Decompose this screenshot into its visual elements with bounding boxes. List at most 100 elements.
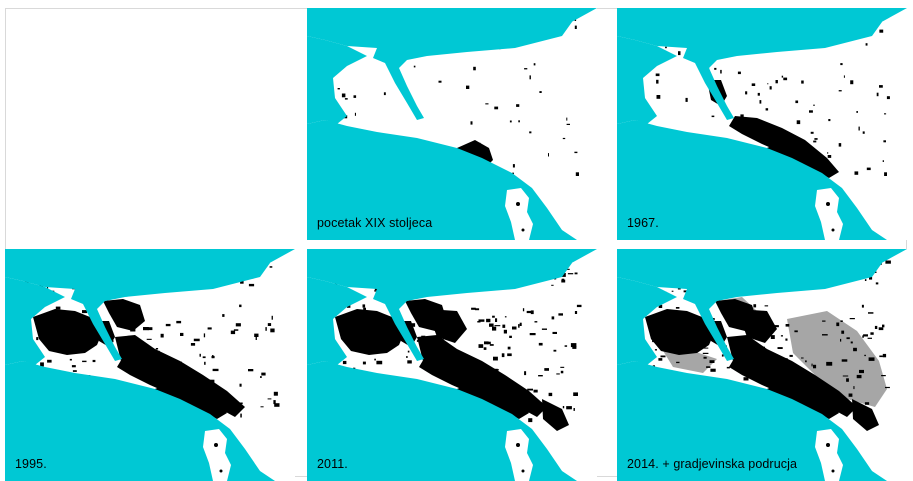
built-speck [254, 333, 259, 337]
built-speck [379, 315, 383, 319]
built-speck [767, 83, 769, 85]
built-speck [176, 320, 182, 324]
built-speck [556, 373, 560, 375]
built-speck [146, 338, 152, 340]
built-speck [781, 75, 784, 78]
built-speck [720, 69, 722, 74]
built-speck [846, 378, 849, 382]
built-speck [199, 353, 201, 357]
built-speck [848, 393, 853, 397]
built-speck [424, 350, 426, 352]
built-speck [761, 374, 763, 376]
built-speck [487, 341, 491, 345]
built-speck [665, 46, 667, 49]
built-speck [202, 356, 206, 359]
built-speck [826, 361, 833, 366]
built-speck [143, 327, 149, 331]
built-speck [884, 113, 887, 115]
built-speck [200, 391, 207, 396]
built-speck [435, 330, 440, 333]
built-speck [363, 307, 366, 311]
built-speck [709, 360, 715, 363]
built-speck [158, 350, 160, 354]
built-speck [522, 308, 525, 312]
built-speck [199, 382, 202, 386]
built-speck [477, 321, 481, 323]
built-speck [737, 71, 741, 75]
built-speck [662, 330, 668, 332]
built-speck [518, 120, 520, 123]
built-speck [179, 372, 182, 375]
built-speck [208, 379, 215, 383]
built-speck [337, 88, 340, 90]
map-caption: 1995. [15, 457, 47, 471]
built-speck [885, 260, 891, 264]
built-speck [703, 347, 709, 349]
built-speck [874, 325, 878, 329]
built-speck [751, 332, 756, 336]
built-speck [809, 110, 813, 113]
built-speck [373, 315, 378, 318]
built-speck [853, 386, 855, 390]
built-speck [536, 401, 542, 404]
built-speck [240, 280, 244, 284]
built-speck [452, 374, 459, 376]
built-speck [842, 375, 849, 377]
built-speck [492, 326, 497, 331]
island-speck [219, 469, 223, 473]
built-speck [72, 370, 77, 372]
built-speck [856, 374, 862, 379]
built-speck [561, 279, 566, 283]
built-speck [502, 324, 506, 328]
built-speck [655, 73, 660, 77]
sea-channel [683, 254, 882, 361]
built-speck [573, 392, 578, 396]
built-speck [473, 66, 476, 71]
built-speck [560, 366, 565, 368]
map-svg [617, 8, 907, 240]
built-speck [131, 344, 134, 348]
built-speck [774, 359, 779, 361]
built-speck [574, 272, 578, 275]
built-speck [527, 388, 533, 391]
built-speck [382, 324, 384, 328]
built-layer [25, 261, 280, 422]
built-speck [840, 63, 843, 66]
built-speck [273, 391, 278, 396]
built-speck [861, 304, 864, 308]
planned-area [787, 311, 887, 407]
island [203, 429, 231, 481]
built-speck [733, 339, 737, 343]
built-speck [265, 327, 267, 331]
built-speck [843, 75, 845, 78]
built-speck [362, 361, 366, 365]
built-speck [753, 304, 757, 308]
built-speck [55, 306, 61, 310]
built-speck [714, 67, 717, 70]
built-speck [413, 65, 416, 68]
built-speck [862, 131, 865, 134]
sea-west [307, 36, 367, 124]
built-speck [240, 402, 243, 405]
built-speck [42, 338, 44, 341]
built-speck [512, 164, 515, 168]
built-speck [747, 355, 754, 357]
built-speck [440, 339, 444, 343]
map-panel-early-19th-century: pocetak XIX stoljeca [307, 8, 597, 240]
built-speck [785, 146, 789, 150]
island [505, 429, 533, 481]
built-speck [795, 100, 799, 104]
built-speck [769, 374, 776, 379]
built-area [852, 399, 879, 431]
built-speck [744, 356, 748, 360]
built-speck [658, 304, 663, 308]
built-speck [816, 155, 821, 158]
built-speck [518, 324, 520, 328]
built-speck [564, 345, 568, 347]
built-speck [575, 172, 579, 176]
map-caption: pocetak XIX stoljeca [317, 216, 433, 230]
built-speck [882, 353, 887, 358]
built-speck [703, 356, 707, 359]
built-speck [71, 365, 76, 368]
island-speck [831, 228, 835, 232]
